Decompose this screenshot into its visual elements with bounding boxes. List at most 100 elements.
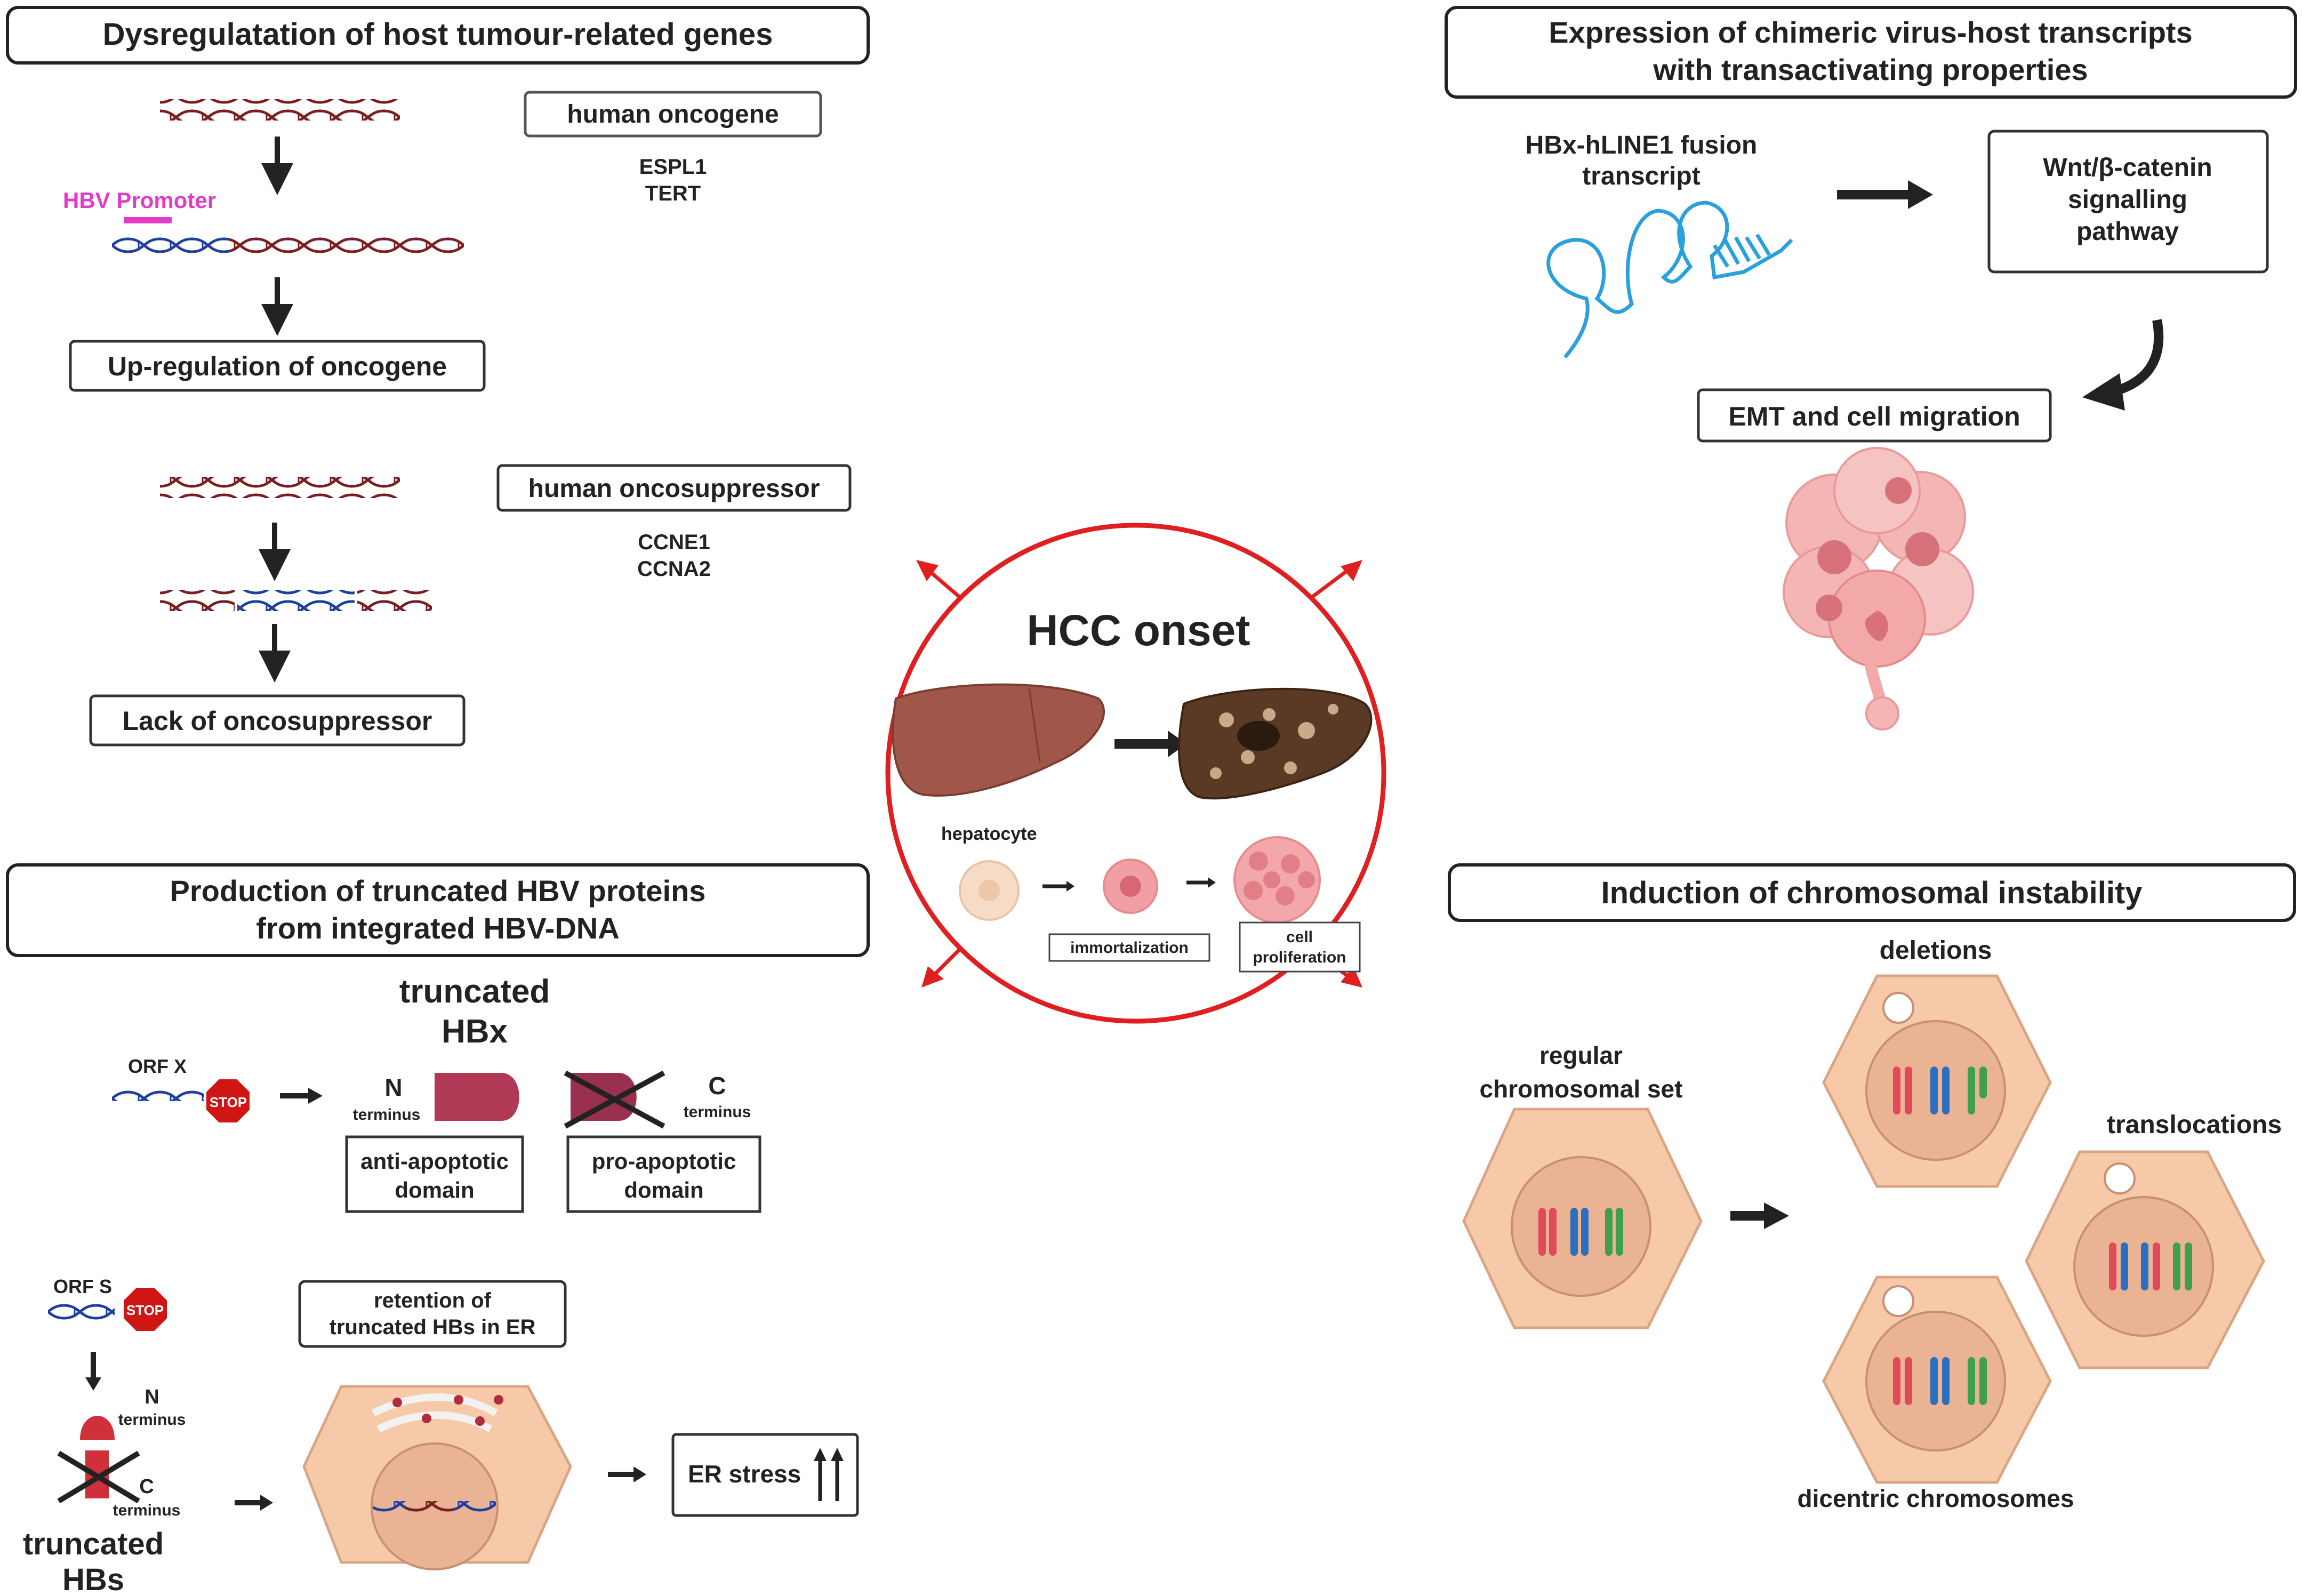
hepatocyte-label: hepatocyte xyxy=(941,824,1037,844)
pro-apoptotic-box xyxy=(566,1135,761,1213)
header-chimeric-1: Expression of chimeric virus-host transc… xyxy=(1549,15,2192,49)
hcc-title: HCC onset xyxy=(1026,606,1250,655)
hbs-n-letter: N xyxy=(145,1386,159,1408)
hbv-promoter-label: HBV Promoter xyxy=(63,188,216,213)
wnt-label-2: signalling xyxy=(2068,186,2187,214)
stop-text-s: STOP xyxy=(126,1302,164,1318)
upregulation-label: Up-regulation of oncogene xyxy=(108,351,447,381)
header-truncated-1: Production of truncated HBV proteins xyxy=(170,874,706,908)
upregulation-box xyxy=(69,340,486,392)
stop-sign-icon: STOP xyxy=(204,1077,252,1125)
dna-oncogene xyxy=(160,99,400,121)
hbx-anti-domain-icon xyxy=(435,1073,519,1121)
truncated-hbs-2: HBs xyxy=(62,1562,124,1596)
regular-2: chromosomal set xyxy=(1480,1075,1683,1103)
regular-1: regular xyxy=(1539,1041,1623,1069)
migrating-cells-icon xyxy=(1783,447,1974,731)
red-arrowhead-tl xyxy=(916,560,939,581)
gene-espl1: ESPL1 xyxy=(639,155,707,179)
anti-apoptotic-1: anti-apoptotic xyxy=(360,1149,509,1174)
panel-host-genes: Dysregulatation of host tumour-related g… xyxy=(6,6,870,747)
dna-oncogene-fused xyxy=(229,234,464,255)
wnt-box xyxy=(1987,130,2269,274)
gene-ccna2: CCNA2 xyxy=(637,557,711,581)
cell-proliferation-box xyxy=(1239,921,1361,973)
hbx-pro-domain-icon xyxy=(564,1070,665,1129)
dna-split-right xyxy=(357,590,432,611)
retention-1: retention of xyxy=(374,1289,492,1312)
oncogene-label: human oncogene xyxy=(567,100,779,129)
oncogene-box xyxy=(524,91,822,138)
anti-apoptotic-2: domain xyxy=(395,1177,474,1202)
truncated-hbx-2: HBx xyxy=(442,1013,508,1050)
immortalization-label: immortalization xyxy=(1070,939,1189,957)
promoter-bar xyxy=(124,217,172,223)
c-terminus-letter: C xyxy=(708,1072,726,1100)
panel-chimeric-transcripts: Expression of chimeric virus-host transc… xyxy=(1445,6,2297,731)
retention-box xyxy=(298,1280,567,1348)
dna-oncosuppressor xyxy=(160,477,400,498)
red-arrowhead-bl xyxy=(921,966,944,988)
fusion-label-2: transcript xyxy=(1582,162,1700,190)
n-terminus-label: terminus xyxy=(353,1106,421,1124)
deletions-label: deletions xyxy=(1880,936,1992,965)
deletions-cell-icon xyxy=(1822,974,2052,1188)
proliferation-label: proliferation xyxy=(1253,949,1346,966)
dicentric-label: dicentric chromosomes xyxy=(1798,1485,2074,1512)
hbs-n-label: terminus xyxy=(118,1411,186,1429)
n-terminus-letter: N xyxy=(384,1073,402,1101)
dna-split-insert xyxy=(237,590,355,611)
hbs-c-letter: C xyxy=(139,1475,154,1498)
header-truncated-2: from integrated HBV-DNA xyxy=(256,911,619,945)
dna-hbv-blue xyxy=(112,234,229,255)
stop-text-x: STOP xyxy=(210,1094,247,1110)
pro-apoptotic-2: domain xyxy=(624,1177,703,1202)
wnt-label-1: Wnt/β-catenin xyxy=(2043,154,2212,182)
translocations-cell-icon xyxy=(2025,1150,2265,1369)
header-chimeric-2: with transactivating properties xyxy=(1653,53,2088,86)
header-instability: Induction of chromosomal instability xyxy=(1601,876,2142,910)
oncosuppressor-label: human oncosuppressor xyxy=(528,475,820,503)
dna-orf-x xyxy=(112,1085,213,1101)
translocations-label: translocations xyxy=(2107,1111,2282,1139)
truncated-hbs-1: truncated xyxy=(23,1527,164,1561)
stop-sign-s-icon: STOP xyxy=(122,1286,169,1333)
orf-x-label: ORF X xyxy=(128,1055,187,1077)
center-hcc-onset: HCC onset hepatocyte immortalization cel… xyxy=(885,523,1386,1024)
emt-label: EMT and cell migration xyxy=(1728,402,2020,431)
gene-tert: TERT xyxy=(645,182,701,205)
gene-ccne1: CCNE1 xyxy=(638,531,710,554)
dna-orf-s xyxy=(48,1304,115,1320)
oncosuppressor-box xyxy=(496,464,852,512)
truncated-hbx-1: truncated xyxy=(399,973,550,1010)
emt-box xyxy=(1697,388,2052,443)
healthy-liver-icon xyxy=(892,683,1105,797)
lack-box xyxy=(89,694,466,747)
proliferation-cluster-icon xyxy=(1233,836,1321,924)
panel-chromosomal-instability: Induction of chromosomal instability reg… xyxy=(1448,863,2296,1512)
er-stress-box xyxy=(671,1433,859,1517)
panel-truncated-proteins: Production of truncated HBV proteins fro… xyxy=(6,863,870,1596)
er-stress-label: ER stress xyxy=(688,1460,801,1488)
hbs-c-label: terminus xyxy=(113,1502,181,1519)
wnt-curved-arrow xyxy=(2110,319,2164,397)
immortalization-box xyxy=(1048,933,1210,962)
cell-label: cell xyxy=(1286,928,1313,946)
anti-apoptotic-box xyxy=(345,1135,524,1213)
orf-s-label: ORF S xyxy=(53,1276,112,1297)
regular-cell-icon xyxy=(1462,1108,1703,1329)
er-cell-icon xyxy=(302,1385,572,1570)
fusion-label-1: HBx-hLINE1 fusion xyxy=(1526,131,1758,159)
header-host-genes: Dysregulatation of host tumour-related g… xyxy=(103,17,773,52)
wnt-label-3: pathway xyxy=(2076,218,2179,246)
c-terminus-label: terminus xyxy=(684,1103,751,1121)
dicentric-cell-icon xyxy=(1822,1276,2052,1484)
red-arrowhead-tr xyxy=(1341,560,1362,581)
red-arrowhead-br xyxy=(1341,966,1362,988)
dna-split-left xyxy=(160,590,235,611)
rna-transcript-icon xyxy=(1546,200,1793,359)
retention-2: truncated HBs in ER xyxy=(330,1316,536,1339)
lack-label: Lack of oncosuppressor xyxy=(123,706,432,736)
